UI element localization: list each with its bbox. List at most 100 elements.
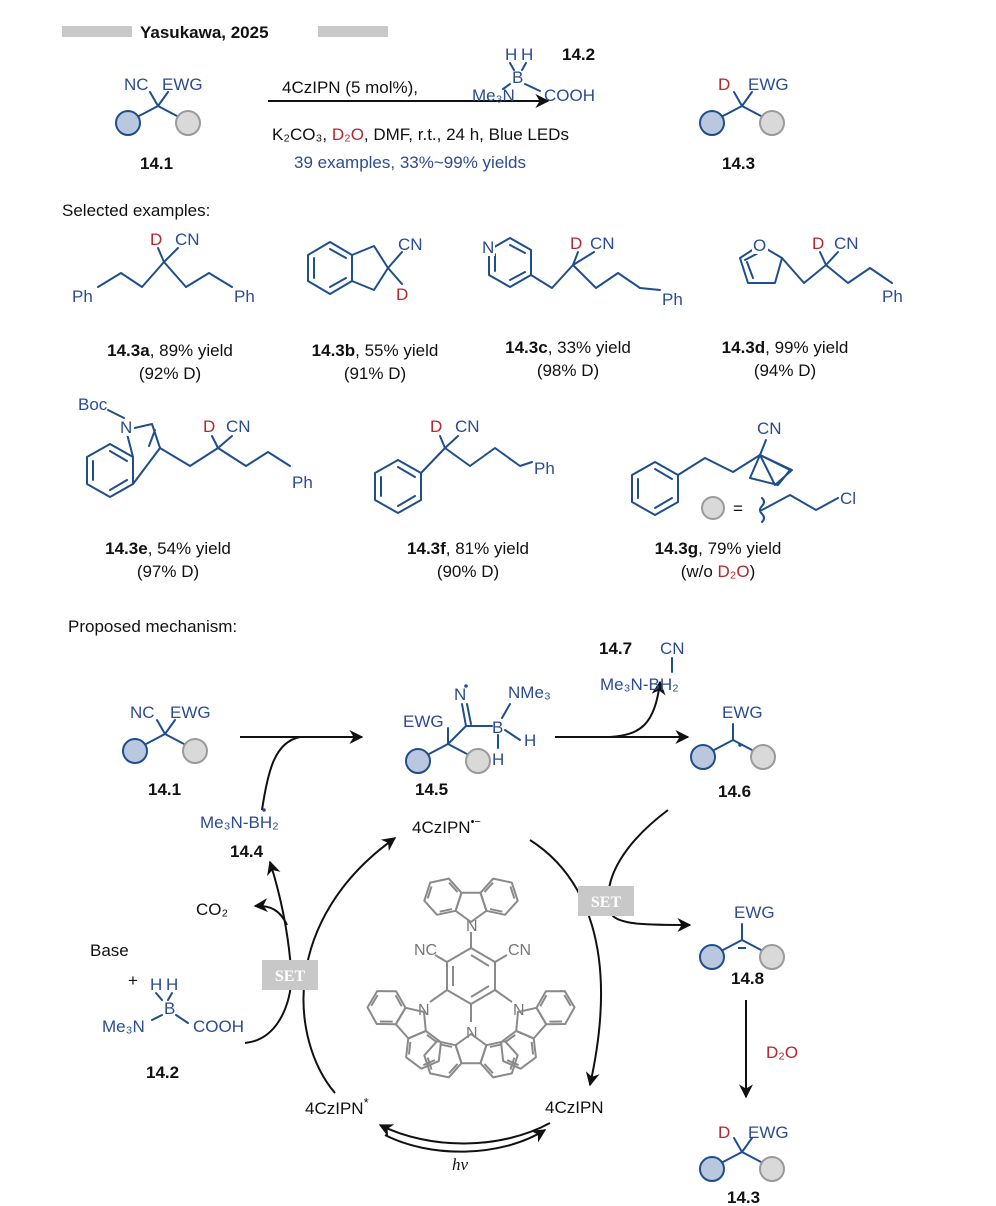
n-text: N (513, 1002, 525, 1019)
carbazole-pyrrole-ring (454, 1033, 488, 1065)
ewg-text: EWG (162, 75, 203, 94)
d-text: D (396, 285, 408, 304)
h-atom: H (521, 45, 533, 64)
n-text: N (466, 918, 478, 935)
carbazole-benzene-ring (500, 1029, 537, 1070)
radical-dot (738, 743, 742, 747)
d-text: D (570, 234, 582, 253)
catalytic-cycle: 4CzIPN•− 4CzIPN* 4CzIPN hv SET SET CO₂ B… (90, 809, 692, 1174)
carbazole-benzene-ring (405, 1029, 442, 1070)
double-bond (489, 1043, 503, 1048)
carbazole-benzene-ring (479, 877, 519, 916)
example-yield: 14.3e, 54% yield (105, 539, 231, 558)
radical-dot (464, 684, 468, 688)
cn-text: CN (455, 417, 480, 436)
arrow-hv-forward (384, 1129, 547, 1153)
conditions-line2: K₂CO₃, D₂O, DMF, r.t., 24 h, Blue LEDs (272, 125, 569, 144)
scope-text: 39 examples, 33%~99% yields (294, 153, 526, 172)
example-d-incorp: (w/o D₂O) (681, 562, 756, 581)
ewg-text: EWG (722, 703, 763, 722)
double-bond (448, 1063, 459, 1074)
cn-text: CN (226, 417, 251, 436)
reaction-substrate-14-1: NC EWG 14.1 (115, 75, 203, 173)
example-yield: 14.3b, 55% yield (312, 341, 439, 360)
ph-text: Ph (534, 459, 555, 478)
h-text: H (166, 975, 178, 994)
ph-text: Ph (292, 473, 313, 492)
n-text: N (120, 418, 132, 437)
compound-label: 14.7 (599, 639, 632, 658)
cat-ground: 4CzIPN (545, 1098, 604, 1117)
example-d-incorp: (98% D) (537, 361, 599, 380)
cn-text: CN (757, 419, 782, 438)
cn-text: CN (508, 942, 531, 959)
header-title: Yasukawa, 2025 (140, 23, 269, 42)
set-text: SET (275, 968, 306, 985)
arrow-anion-to-ground (529, 839, 602, 1087)
substituent-circle (701, 496, 725, 520)
header-bar-right (318, 26, 388, 37)
example-d-incorp: (97% D) (137, 562, 199, 581)
example-d-incorp: (94% D) (754, 361, 816, 380)
double-bond (509, 1057, 516, 1070)
carbazole-pyrrole-ring (515, 1006, 548, 1040)
mech-14-3: D EWG 14.3 (699, 1123, 789, 1206)
carbazole-benzene-ring (366, 990, 407, 1026)
d2o-text: D₂O (766, 1043, 798, 1062)
4czipn-structure: NC CN N N N N (366, 877, 576, 1079)
ph-text: Ph (72, 287, 93, 306)
ph-text: Ph (662, 290, 683, 309)
b-text: B (492, 718, 503, 737)
cn-text: CN (590, 234, 615, 253)
mech-14-4: Me₃N-BH₂ 14.4 (200, 808, 279, 861)
mech-14-7: 14.7 CN Me₃N-BH₂ (599, 639, 685, 694)
carbazole-pyrrole-ring (454, 891, 488, 923)
ewg-text: EWG (734, 903, 775, 922)
compound-label: 14.5 (415, 780, 448, 799)
d-text: D (812, 234, 824, 253)
example-yield: 14.3a, 89% yield (107, 341, 233, 360)
mech-14-6: EWG 14.6 (690, 703, 776, 801)
d-text: D (203, 417, 215, 436)
double-bond (530, 1041, 535, 1055)
ph-text: Ph (882, 287, 903, 306)
reagent-14-2: H H B Me₃N COOH 14.2 (472, 45, 595, 105)
compound-label: 14.1 (148, 780, 181, 799)
reagent-label: 14.2 (562, 45, 595, 64)
h-text: H (492, 750, 504, 769)
carbazole-benzene-ring (479, 1040, 519, 1079)
double-bond (489, 908, 503, 913)
carbazole-benzene-ring (423, 877, 463, 916)
equals-text: = (733, 499, 743, 518)
d-text: D (718, 1123, 730, 1142)
b-atom: B (512, 68, 523, 87)
example-yield: 14.3c, 33% yield (505, 338, 631, 357)
example-14-3d: O D CN Ph (739, 234, 903, 306)
me3n-text: Me₃N (102, 1017, 145, 1036)
cn-text: CN (175, 230, 200, 249)
mechanism-heading: Proposed mechanism: (68, 617, 237, 636)
cat-radical-anion: 4CzIPN•− (412, 816, 481, 837)
double-bond (426, 886, 433, 899)
compound-label: 14.6 (718, 782, 751, 801)
double-bond (439, 1043, 453, 1048)
example-14-3a: D CN Ph Ph (72, 230, 255, 306)
cooh-text: COOH (193, 1017, 244, 1036)
carbazole-benzene-ring (535, 990, 576, 1026)
mech-14-2: + H H B Me₃N COOH 14.2 (102, 971, 244, 1082)
example-labels-row1: 14.3a, 89% yield (92% D) 14.3b, 55% yiel… (107, 338, 848, 383)
compound-label: 14.1 (140, 154, 173, 173)
radical-text: Me₃N-BH₂ (200, 813, 279, 832)
compound-label: 14.4 (230, 842, 264, 861)
mech-14-1: NC EWG 14.1 (122, 703, 211, 799)
double-bond (439, 908, 453, 913)
ewg-text: EWG (403, 712, 444, 731)
wavy-bond (759, 497, 765, 523)
n-text: N (454, 685, 466, 704)
ph-text: Ph (234, 287, 255, 306)
example-14-3e: N Boc D CN Ph (78, 395, 313, 498)
n-text: N (482, 238, 494, 257)
carbazole-pyrrole-ring (394, 1006, 427, 1040)
